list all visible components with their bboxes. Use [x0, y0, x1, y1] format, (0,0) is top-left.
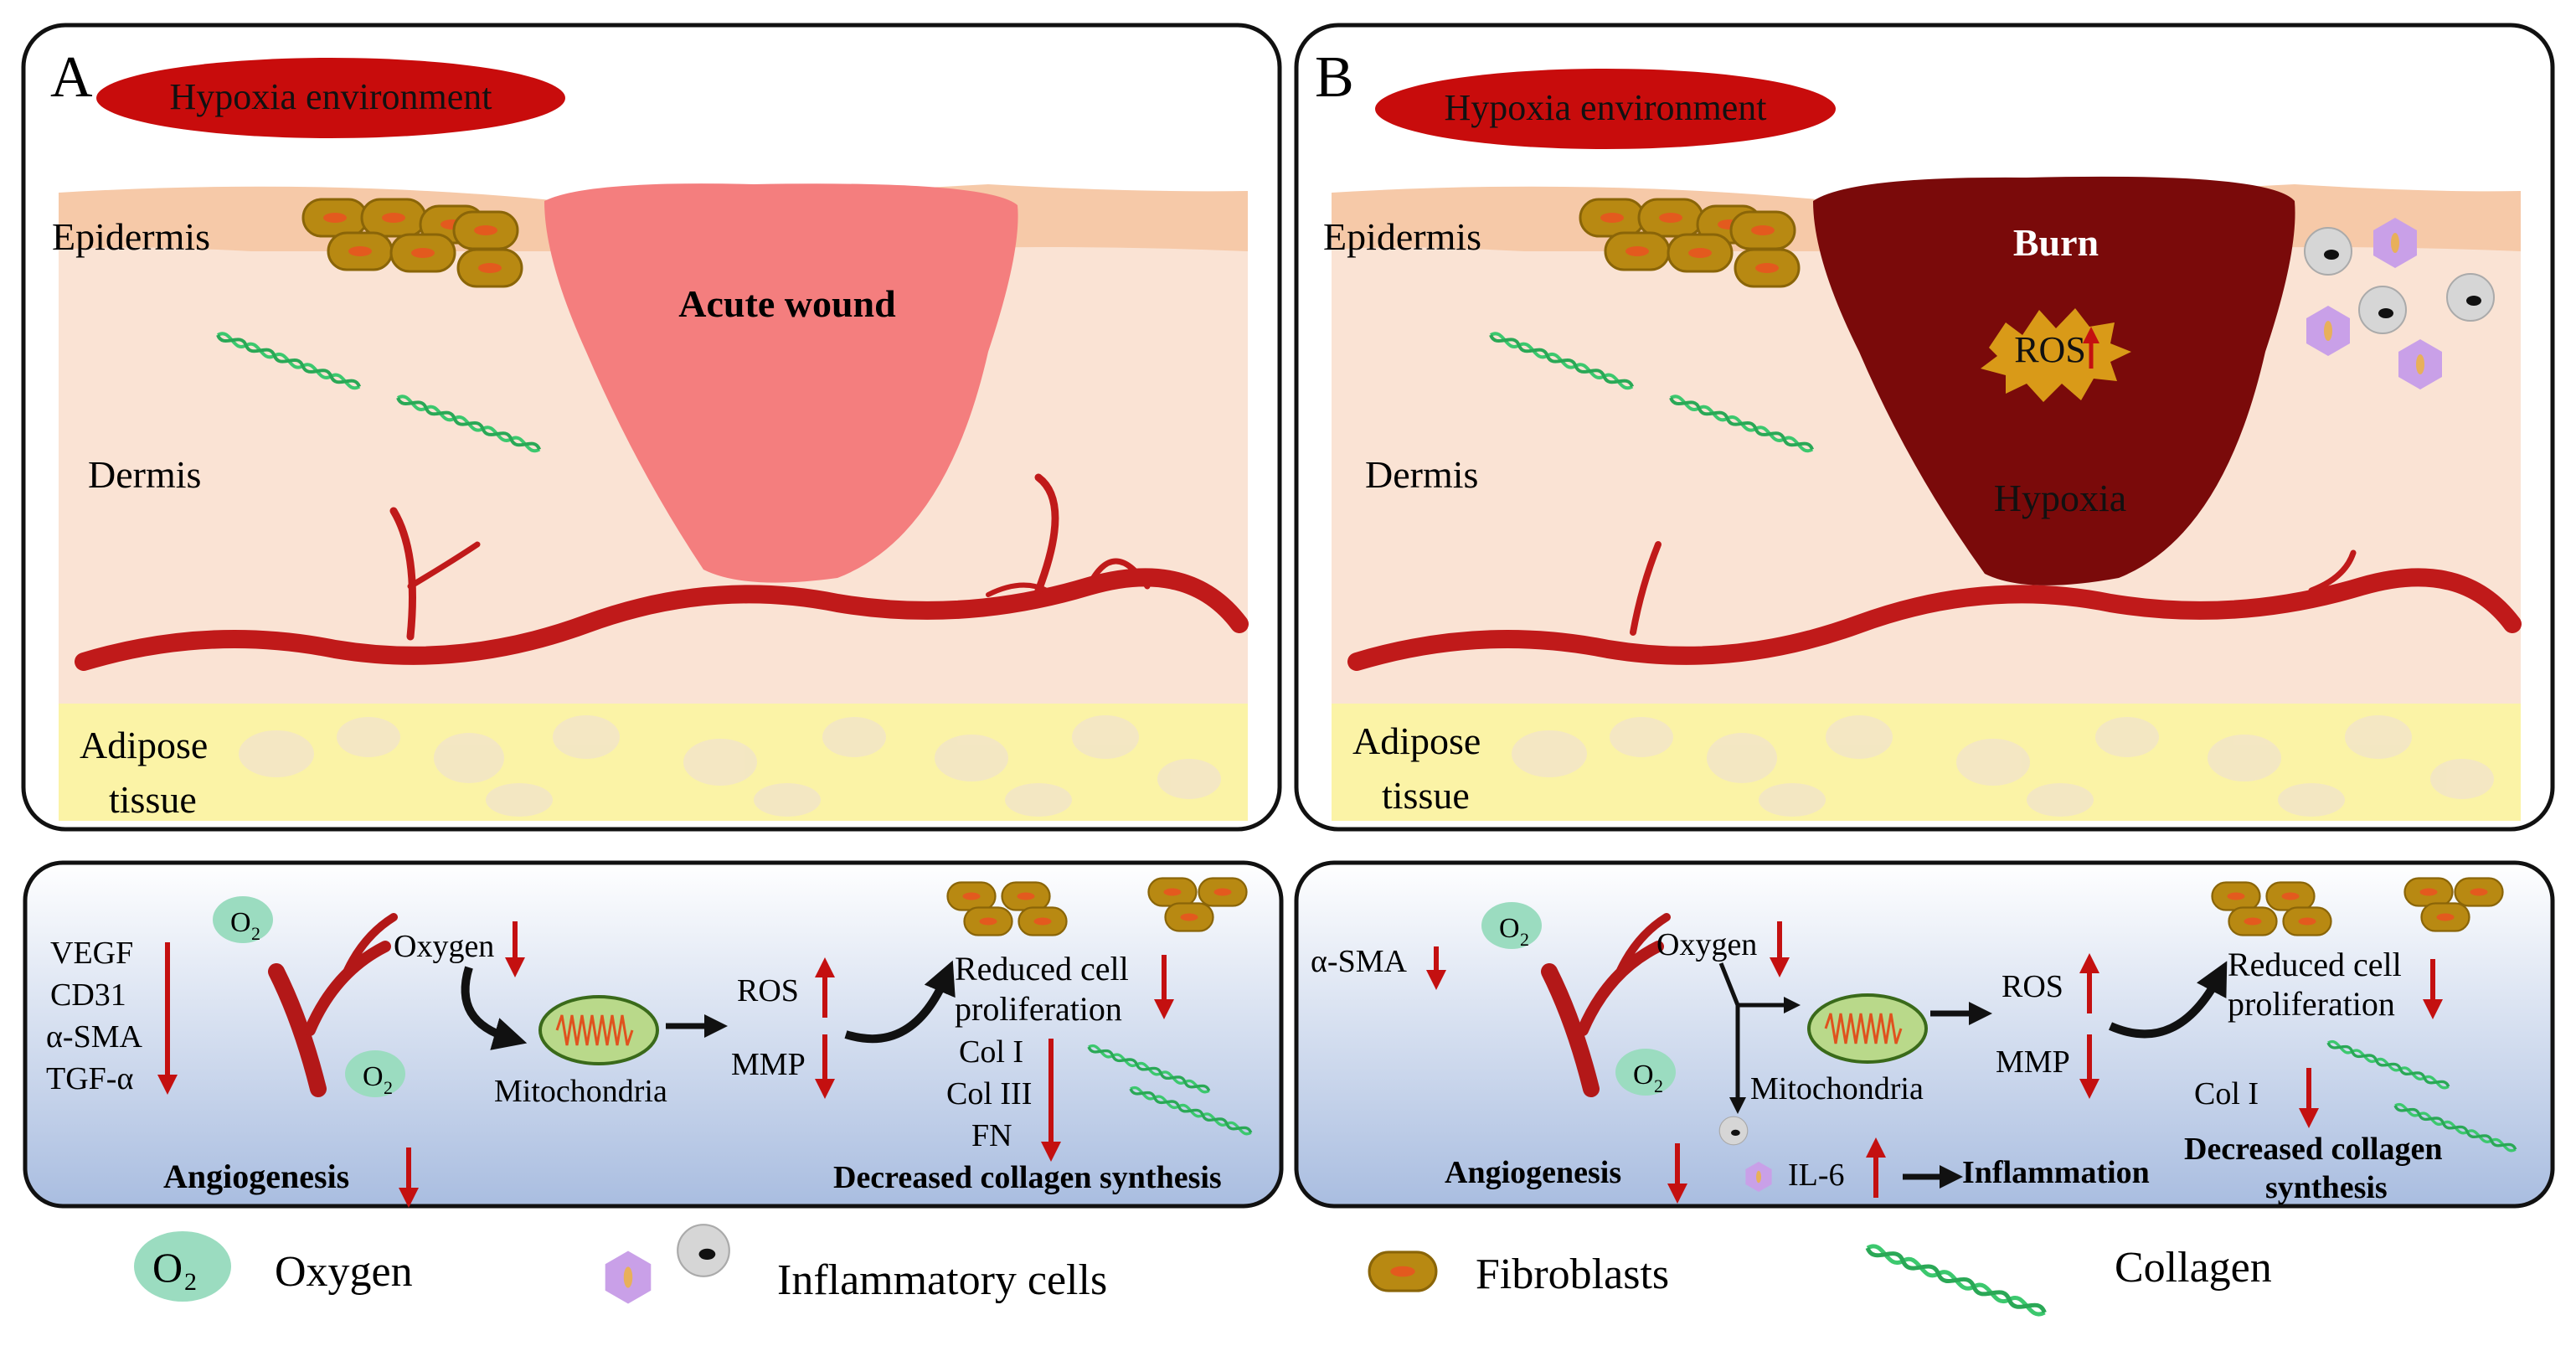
- dermis-label: Dermis: [88, 453, 201, 496]
- mitochondria-label: Mitochondria: [494, 1074, 667, 1109]
- curved-arrow: [461, 966, 528, 1050]
- hypoxia-wound-label: Hypoxia: [1994, 477, 2126, 519]
- legend-collagen-label: Collagen: [2115, 1244, 2272, 1292]
- o2-sub: 2: [251, 923, 260, 944]
- acute-wound-label: Acute wound: [678, 282, 896, 325]
- legend-fibroblast-icon: [1368, 1251, 1438, 1292]
- marker-tgfa: TGF-α: [46, 1061, 133, 1096]
- marker-asma: α-SMA: [46, 1019, 142, 1055]
- mitochondrion-icon: [1807, 993, 1928, 1064]
- pathway-panel-a: VEGF CD31 α-SMA TGF-α O 2 O 2 Oxygen Mit…: [23, 860, 1284, 1209]
- mmp-label: MMP: [1996, 1044, 2070, 1080]
- legend-o2-label: O: [152, 1244, 183, 1291]
- dermis-label: Dermis: [1365, 453, 1478, 496]
- o2-label: O: [230, 907, 251, 938]
- mitochondria-label: Mitochondria: [1750, 1071, 1924, 1106]
- legend-o2-sub: 2: [184, 1268, 197, 1296]
- panel-b: Hypoxia environment B Epidermis Dermis A…: [1294, 23, 2555, 832]
- o2-sub: 2: [384, 1077, 393, 1098]
- pathway-panel-b: α-SMA O 2 O 2 Oxygen Mitochondria ROS MM…: [1294, 860, 2555, 1209]
- oxygen-label: Oxygen: [394, 929, 494, 964]
- ros-star-label: ROS: [2014, 329, 2086, 370]
- vessel-icon: [268, 913, 398, 1097]
- legend-inflammatory-icon: [605, 1224, 730, 1304]
- ros-label: ROS: [737, 973, 799, 1008]
- o2-sub: 2: [1654, 1075, 1663, 1096]
- burn-label: Burn: [2013, 221, 2099, 264]
- col-i-label: Col I: [2194, 1076, 2259, 1111]
- reduced-cell-label: Reduced cell: [955, 950, 1129, 988]
- hypoxia-environment-label: Hypoxia environment: [170, 76, 492, 117]
- o2-sub: 2: [1520, 929, 1529, 950]
- reduced-cell-label: Reduced cell: [2228, 946, 2402, 983]
- hypoxia-environment-label: Hypoxia environment: [1445, 87, 1767, 128]
- proliferation-label: proliferation: [955, 990, 1122, 1028]
- legend-o2-icon: [134, 1231, 231, 1302]
- epidermis-label: Epidermis: [52, 215, 210, 258]
- panel-letter-a: A: [50, 45, 93, 110]
- decreased-collagen-label: Decreased collagen: [2184, 1132, 2443, 1167]
- tissue-label: tissue: [1382, 774, 1470, 817]
- hypoxia-environment-oval: [96, 58, 565, 138]
- curved-arrow: [2108, 961, 2228, 1039]
- legend-inflammatory-label: Inflammatory cells: [777, 1256, 1107, 1304]
- col-i-label: Col I: [959, 1034, 1023, 1070]
- o2-label: O: [363, 1061, 384, 1092]
- marker-asma: α-SMA: [1311, 944, 1407, 979]
- o2-label: O: [1633, 1060, 1654, 1091]
- o2-label: O: [1499, 913, 1520, 944]
- panel-a: Hypoxia environment A Epidermis Dermis A…: [21, 23, 1282, 832]
- blood-vessel: [75, 473, 1249, 671]
- vessel-icon: [1541, 913, 1671, 1097]
- synthesis-label: synthesis: [2265, 1170, 2388, 1205]
- decreased-collagen-label: Decreased collagen synthesis: [833, 1160, 1222, 1195]
- blood-vessel: [1347, 541, 2522, 671]
- curved-arrow: [844, 960, 956, 1044]
- adipose-label: Adipose: [1352, 719, 1481, 762]
- angiogenesis-label: Angiogenesis: [1445, 1155, 1621, 1190]
- panel-letter-b: B: [1315, 45, 1354, 110]
- legend-oxygen-label: Oxygen: [275, 1248, 413, 1296]
- mmp-label: MMP: [731, 1047, 806, 1082]
- adipose-label: Adipose: [80, 724, 208, 766]
- inflammation-label: Inflammation: [1962, 1155, 2150, 1190]
- hypoxia-environment-oval: [1375, 69, 1836, 149]
- marker-vegf: VEGF: [50, 936, 133, 971]
- legend: O 2 Oxygen Inflammatory cells Fibroblast…: [134, 1224, 2272, 1317]
- oxygen-label: Oxygen: [1656, 927, 1757, 962]
- marker-cd31: CD31: [50, 977, 126, 1013]
- legend-collagen-icon: [1866, 1244, 2046, 1316]
- acute-wound: [544, 183, 1018, 583]
- tissue-label: tissue: [109, 778, 197, 821]
- mitochondrion-icon: [538, 995, 659, 1065]
- angiogenesis-label: Angiogenesis: [163, 1158, 349, 1195]
- col-iii-label: Col III: [946, 1076, 1032, 1111]
- il6-label: IL-6: [1788, 1158, 1845, 1193]
- fn-label: FN: [971, 1118, 1012, 1153]
- proliferation-label: proliferation: [2228, 985, 2395, 1023]
- epidermis-label: Epidermis: [1323, 215, 1481, 258]
- legend-fibroblasts-label: Fibroblasts: [1476, 1251, 1669, 1298]
- ros-label: ROS: [2002, 969, 2063, 1004]
